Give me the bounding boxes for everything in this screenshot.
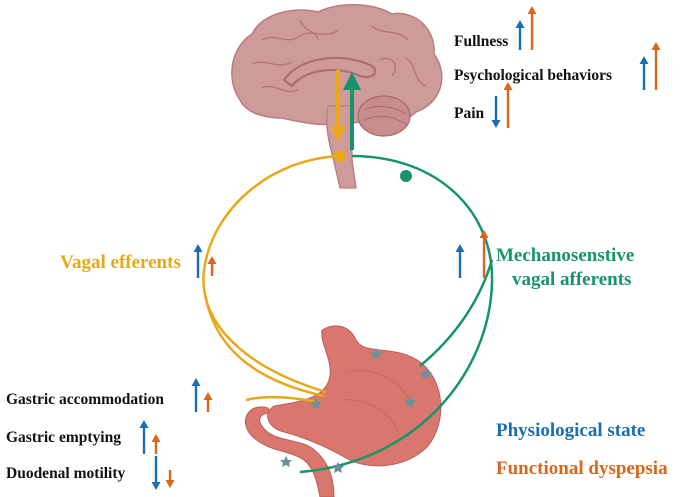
afferent-loop [299, 154, 494, 474]
afferent-branch [419, 259, 494, 367]
afferent-physiological-arrow-icon [455, 244, 465, 278]
fullness-label: Fullness [454, 33, 509, 50]
brain-cortex [231, 4, 443, 126]
change-indicators [139, 6, 661, 490]
gastric-physiological-up-arrow-icon [191, 378, 201, 412]
afferents-label-line1: Mechanosenstive [496, 245, 635, 266]
efferent-branch-lower [245, 395, 319, 404]
corpus-callosum [282, 56, 377, 88]
gastric-physiological-down-arrow-icon [151, 456, 161, 490]
afferent-dyspepsia-arrow-icon [479, 230, 489, 278]
vagal-afferent-pathway [299, 154, 494, 474]
duodenal-motility-label: Duodenal motility [6, 465, 126, 482]
gastric-accommodation-label: Gastric accommodation [6, 391, 164, 408]
legend-functional-dyspepsia: Functional dyspepsia [496, 458, 668, 479]
gastric-emptying-label: Gastric emptying [6, 429, 121, 446]
cerebellum [357, 95, 411, 137]
nodose-ganglion [400, 170, 412, 182]
central-signal-arrows [330, 70, 361, 150]
brain-effect-physiological-up-arrow-icon [515, 20, 525, 50]
brain-effect-physiological-down-arrow-icon [491, 96, 501, 128]
vagal-efferents-label: Vagal efferents [60, 252, 181, 273]
efferent-branch [202, 287, 325, 398]
vagal-efferent-pathway [202, 150, 346, 404]
brain-folds [251, 19, 427, 93]
efferent-physiological-arrow-icon [193, 244, 203, 278]
gastric-dyspepsia-up-arrow-icon [151, 434, 161, 454]
mechanoreceptors [280, 348, 432, 473]
efferent-down-arrow-icon [330, 126, 346, 142]
efferent-dyspepsia-arrow-icon [207, 256, 217, 276]
legend-physiological-state: Physiological state [496, 420, 646, 441]
gastric-physiological-up-arrow-icon [139, 420, 149, 454]
efferent-nucleus [334, 150, 346, 162]
brain-effect-dyspepsia-up-arrow-icon [527, 6, 537, 50]
pain-label: Pain [454, 105, 485, 122]
duodenum [245, 406, 335, 497]
efferent-loop [202, 154, 343, 394]
afferent-up-arrow-icon [343, 72, 361, 90]
brain-effect-dyspepsia-up-arrow-icon [503, 82, 513, 128]
psychological-behaviors-label: Psychological behaviors [454, 67, 613, 84]
stomach-illustration [245, 325, 442, 497]
afferents-label-line2: vagal afferents [512, 269, 632, 290]
brain-effect-dyspepsia-up-arrow-icon [651, 42, 661, 90]
gastric-dyspepsia-down-arrow-icon [165, 470, 175, 488]
brain-illustration [231, 4, 443, 189]
gastric-dyspepsia-up-arrow-icon [203, 392, 213, 412]
brain-effect-physiological-up-arrow-icon [639, 56, 649, 90]
